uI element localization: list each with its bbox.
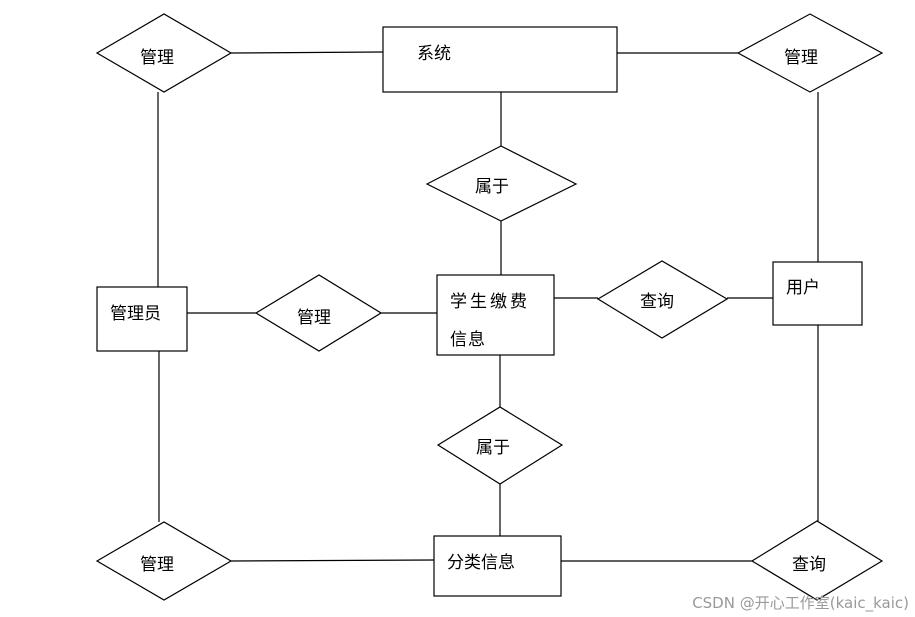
rel-belongs-top-label: 属于 (475, 177, 509, 197)
watermark-text: CSDN @开心工作室(kaic_kaic) (692, 594, 909, 613)
entity-payment-info-label-line2: 信息 (450, 330, 486, 350)
entity-admin: 管理员 (96, 286, 188, 352)
rel-manage-top-left: 管理 (95, 13, 233, 93)
rel-query-bottom-right: 查询 (750, 520, 884, 601)
rel-query-middle: 查询 (596, 260, 729, 339)
entity-user-label: 用户 (786, 278, 820, 298)
entity-payment-info: 学生缴费 信息 (436, 274, 555, 356)
entity-system: 系统 (382, 26, 618, 93)
rel-belongs-top: 属于 (425, 145, 578, 222)
rel-manage-top-right: 管理 (736, 13, 884, 93)
edge-manage-bl-category (230, 559, 435, 562)
rel-query-bottom-right-label: 查询 (792, 555, 826, 575)
rel-belongs-bottom-label: 属于 (476, 438, 510, 458)
rel-manage-top-right-label: 管理 (784, 48, 818, 68)
entity-admin-label: 管理员 (110, 304, 161, 324)
connectors (157, 51, 819, 562)
rel-manage-middle: 管理 (254, 274, 383, 352)
entity-category-info: 分类信息 (433, 535, 562, 597)
entity-system-label: 系统 (417, 44, 451, 64)
entity-user: 用户 (772, 261, 863, 326)
rel-manage-bottom-left: 管理 (95, 521, 233, 601)
entity-category-info-label: 分类信息 (447, 553, 515, 573)
rel-manage-top-left-label: 管理 (140, 48, 174, 68)
rel-belongs-bottom: 属于 (436, 406, 564, 485)
rel-query-middle-label: 查询 (640, 292, 674, 312)
rel-manage-bottom-left-label: 管理 (140, 555, 174, 575)
entity-payment-info-label-line1: 学生缴费 (450, 292, 530, 312)
rel-manage-middle-label: 管理 (297, 308, 331, 328)
edge-manage-tl-system (230, 51, 384, 54)
